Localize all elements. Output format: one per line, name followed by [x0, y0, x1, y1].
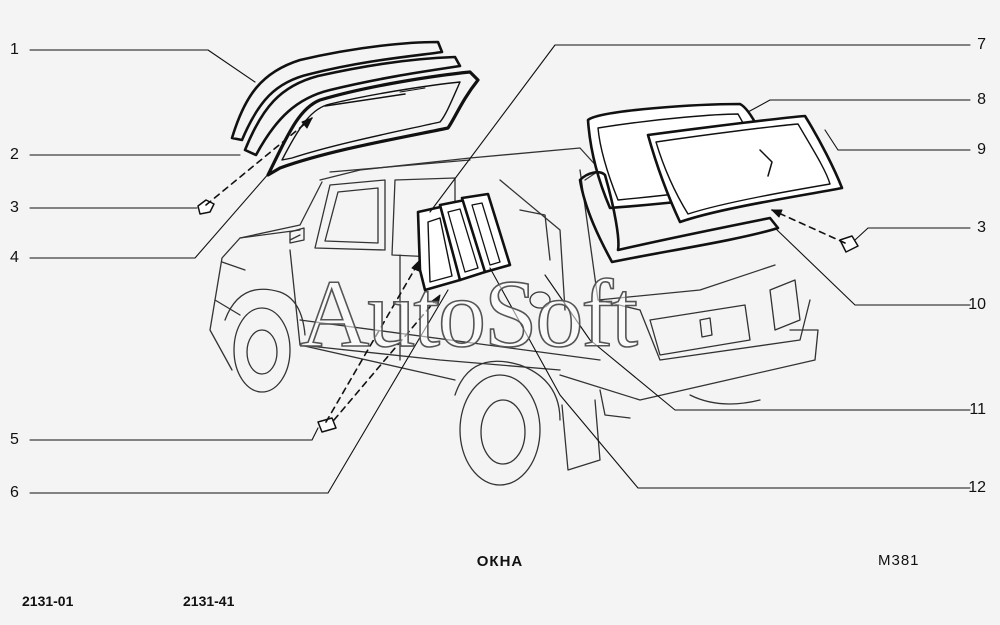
leader-lines — [29, 44, 971, 494]
windshield-assembly — [230, 40, 480, 177]
callout-4: 4 — [10, 249, 19, 266]
model-code-2: 2131-41 — [183, 593, 235, 609]
model-code-1: 2131-01 — [22, 593, 74, 609]
drawing-code: M381 — [878, 552, 920, 569]
callout-8: 8 — [977, 91, 986, 108]
callout-9: 9 — [977, 141, 986, 158]
diagram-title: ОКНА — [476, 553, 524, 570]
callout-7: 7 — [977, 36, 986, 53]
callout-6: 6 — [10, 484, 19, 501]
side-windows — [416, 192, 512, 292]
clip-left-arrow — [205, 117, 313, 206]
clip-right — [839, 235, 859, 253]
rear-window-assembly — [578, 102, 844, 264]
callout-3-left: 3 — [10, 199, 19, 216]
callout-10: 10 — [968, 296, 986, 313]
callout-3-right: 3 — [977, 219, 986, 236]
clip-left — [197, 199, 215, 215]
callout-2: 2 — [10, 146, 19, 163]
callout-5: 5 — [10, 431, 19, 448]
callout-1: 1 — [10, 41, 19, 58]
callout-12: 12 — [968, 479, 986, 496]
car-body — [209, 147, 819, 486]
watermark: AutoSoft — [299, 259, 639, 368]
callout-11: 11 — [969, 401, 986, 418]
